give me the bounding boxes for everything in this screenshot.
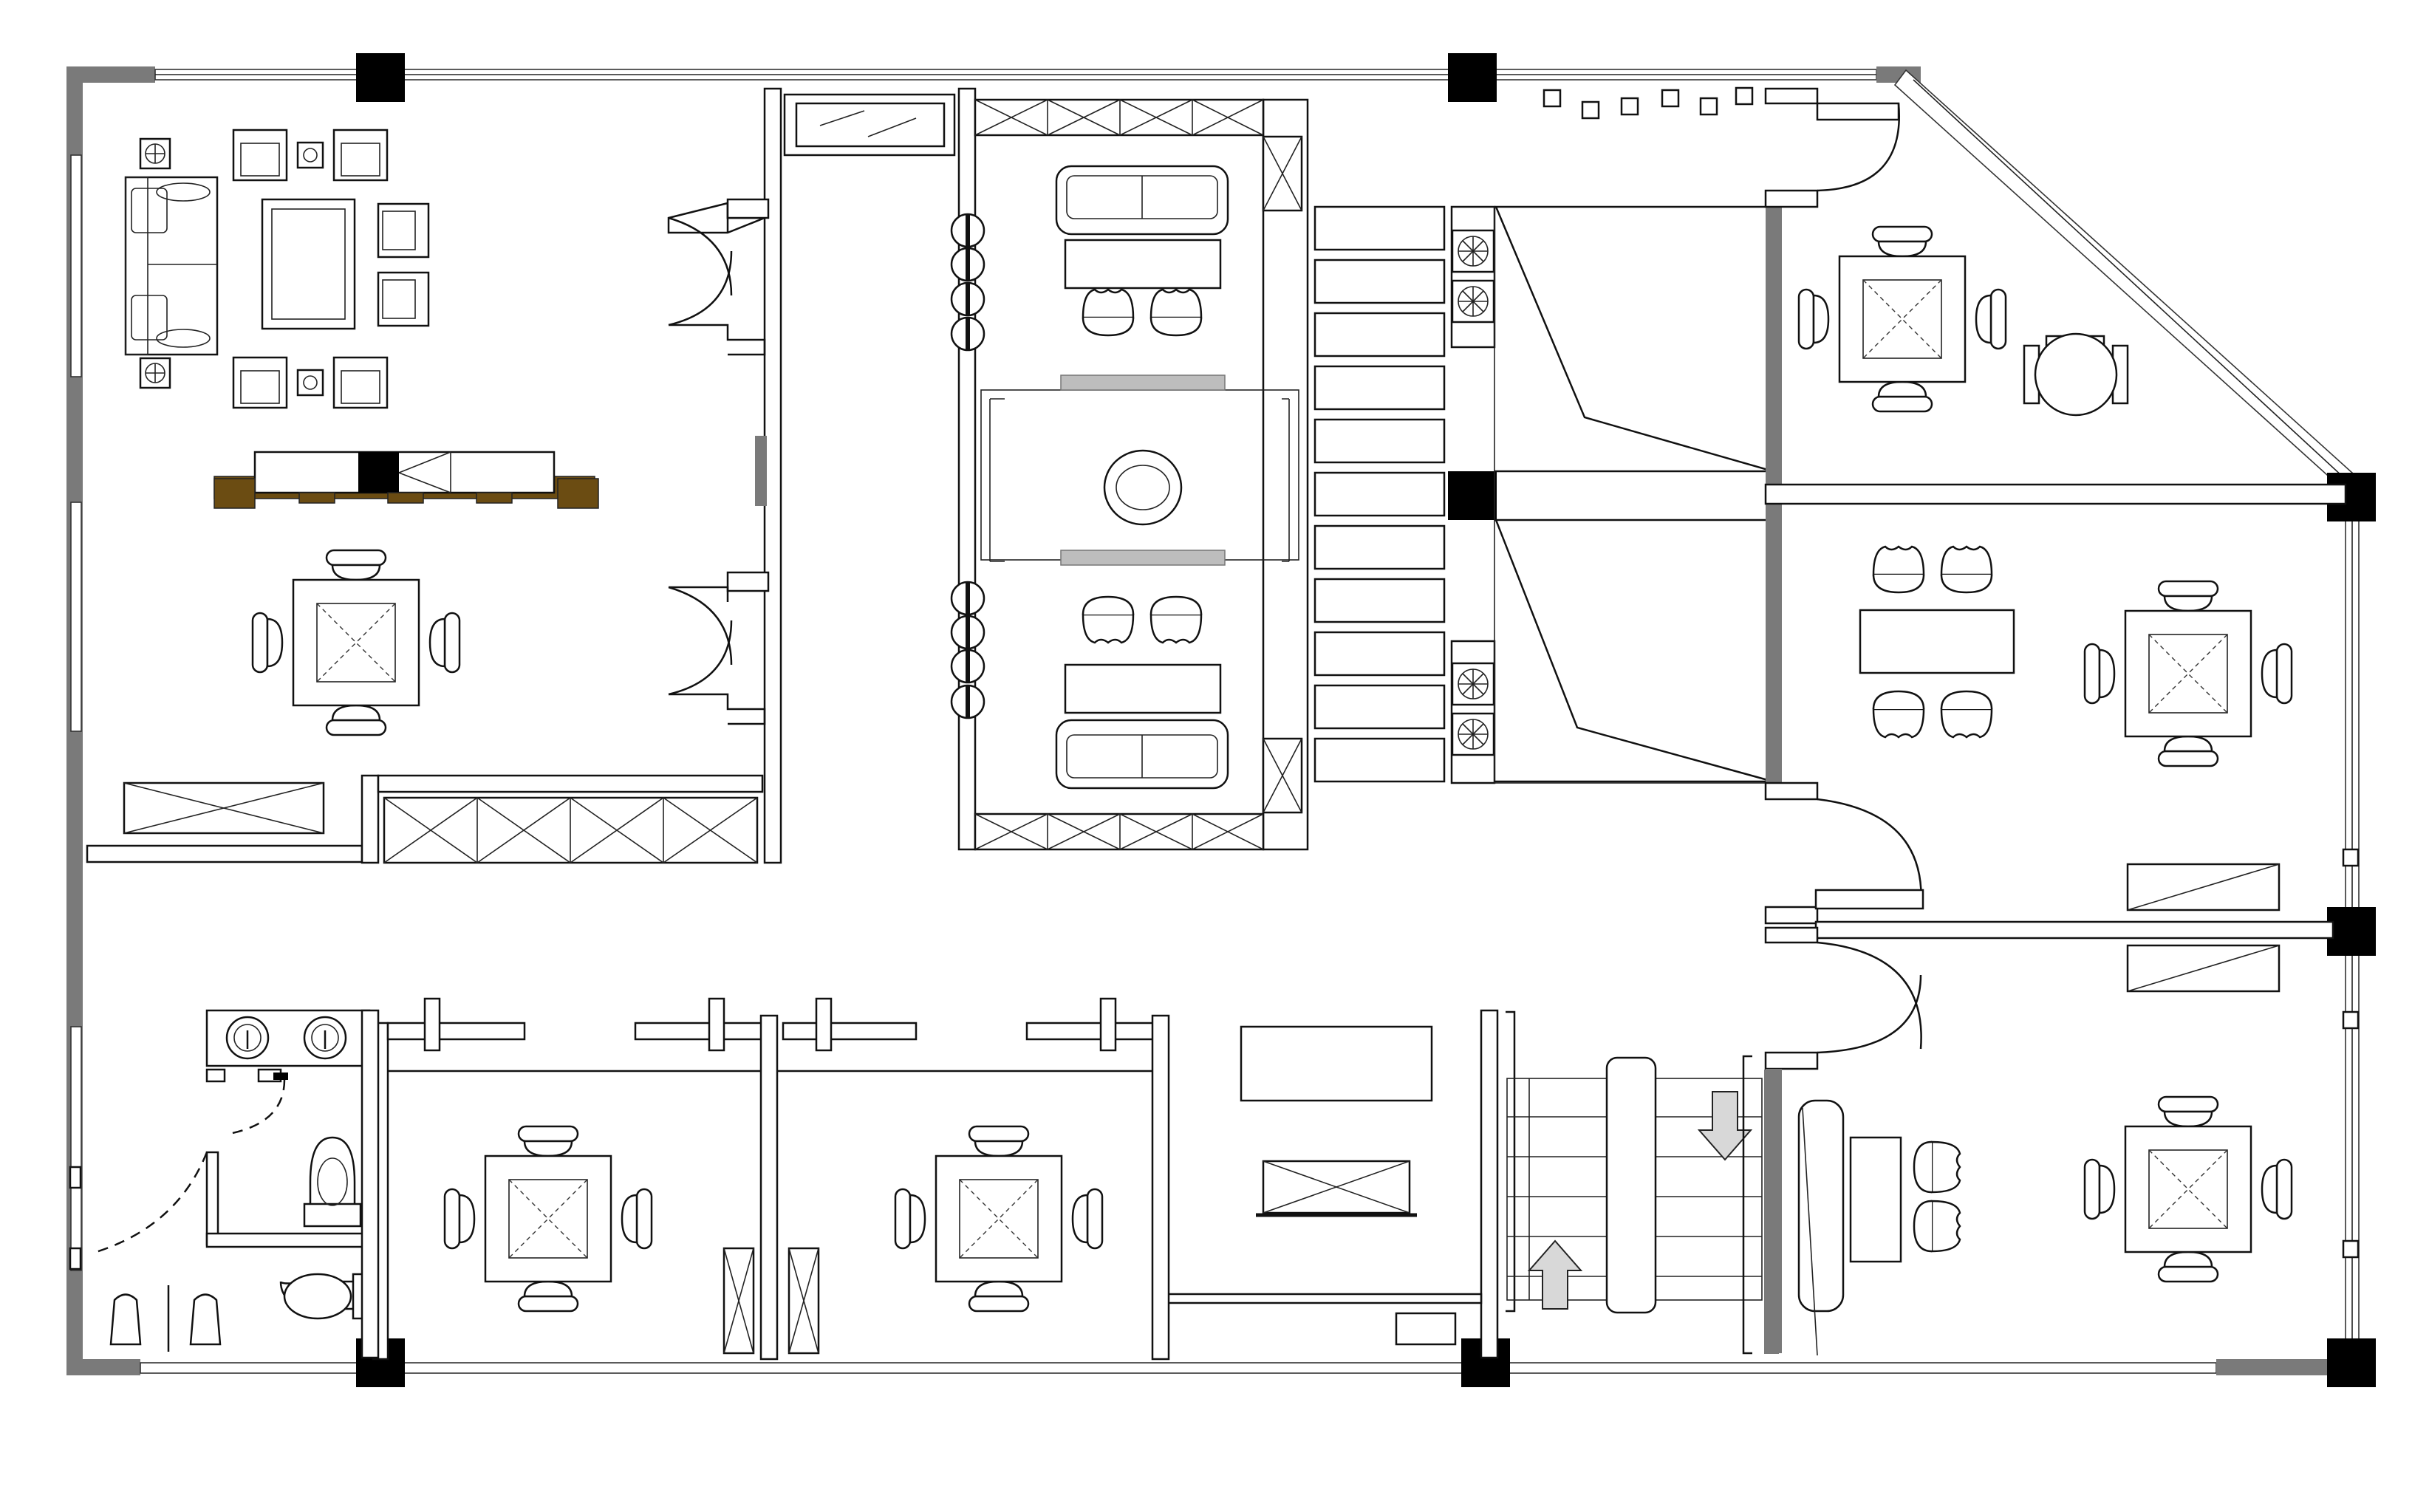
storage-and-kitchen — [1313, 205, 1776, 784]
dining-room-bottom-right — [1764, 941, 2293, 1353]
corridor-wall — [783, 93, 956, 157]
staircase — [1480, 1009, 1845, 1359]
dining-room-top-right — [1543, 86, 2347, 783]
outer-walls — [66, 66, 2364, 1375]
private-rooms-bottom — [372, 997, 1170, 1361]
lounge-room — [86, 87, 782, 864]
dining-room-middle-right — [1764, 545, 2360, 1259]
meeting-room — [950, 87, 1309, 851]
restroom — [69, 1009, 380, 1359]
lobby-desk-area — [1162, 1025, 1483, 1346]
